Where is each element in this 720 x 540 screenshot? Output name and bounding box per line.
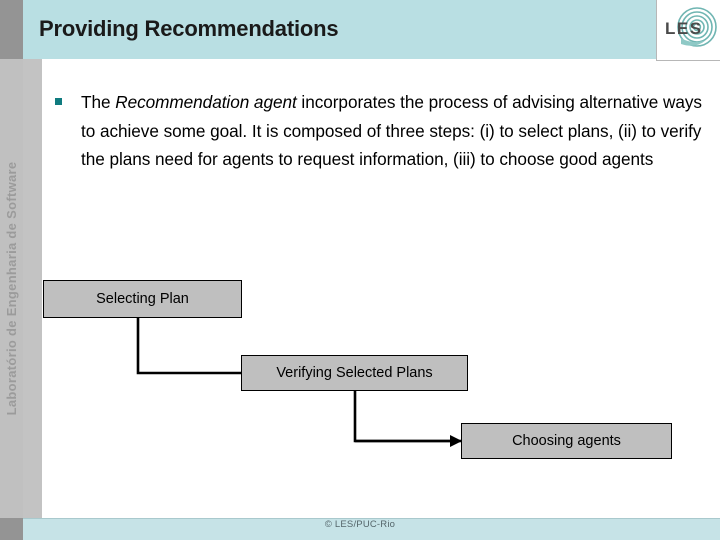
flow-node-selecting-plan[interactable]: Selecting Plan — [43, 280, 242, 318]
bullet-text-prefix: The — [81, 92, 116, 112]
footer-copyright: © LES/PUC-Rio — [324, 519, 396, 530]
title-bar — [23, 0, 656, 59]
page-title: Providing Recommendations — [39, 16, 339, 41]
flow-node-verifying-selected-plans[interactable]: Verifying Selected Plans — [241, 355, 468, 391]
sidebar-top-block — [0, 0, 23, 59]
sidebar-inner-strip — [23, 59, 42, 518]
bullet-item: The Recommendation agent incorporates th… — [52, 88, 704, 174]
body-content: The Recommendation agent incorporates th… — [52, 88, 704, 174]
bullet-marker-icon — [55, 98, 62, 105]
arrowhead-2 — [450, 435, 462, 447]
les-logo-swirl-icon: LES — [665, 7, 717, 47]
sidebar-footer-block — [0, 518, 23, 540]
bullet-text-emphasis: Recommendation agent — [115, 92, 297, 112]
bullet-text: The Recommendation agent incorporates th… — [81, 92, 702, 169]
bullet-text-rest: incorporates the process of advising alt… — [81, 92, 702, 169]
flow-node-choosing-agents[interactable]: Choosing agents — [461, 423, 672, 459]
les-logo: LES — [656, 0, 720, 61]
footer-bar — [23, 518, 720, 540]
les-logo-text: LES — [665, 19, 703, 38]
